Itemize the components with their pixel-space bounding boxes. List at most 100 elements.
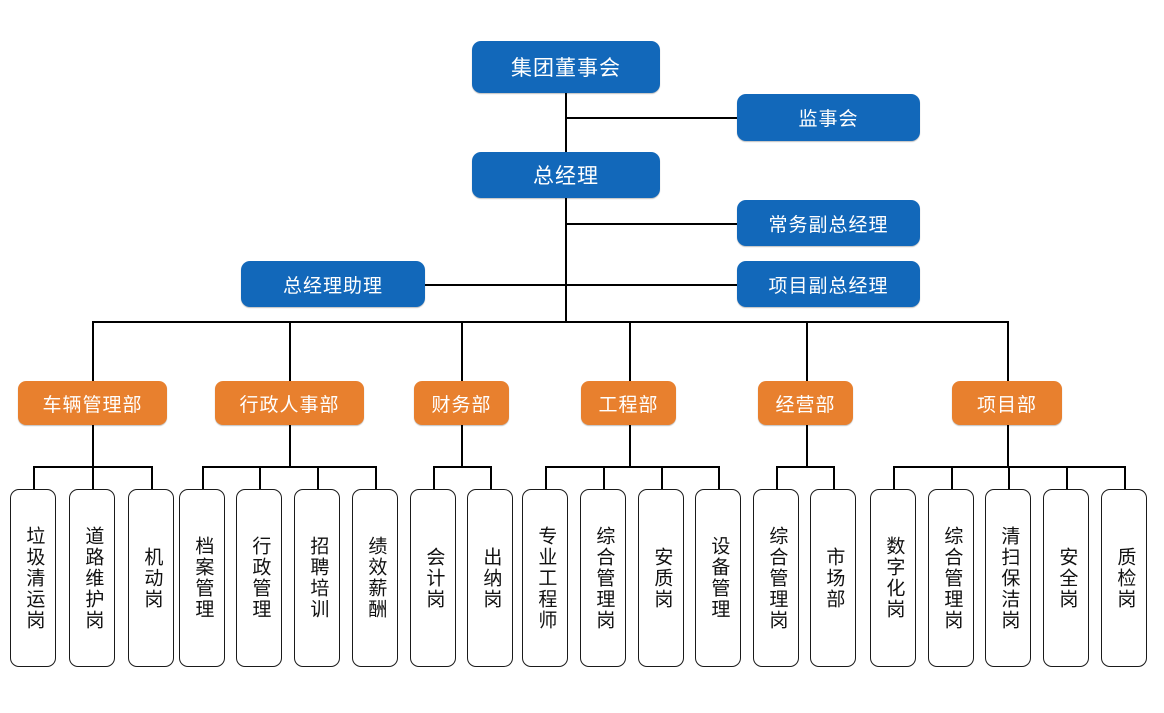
node-position-label: 出纳岗	[480, 546, 502, 610]
connector-gm-trunk-to-supervisory	[565, 117, 737, 119]
node-position-label: 行政管理	[249, 536, 271, 620]
node-board-of-directors-label: 集团董事会	[511, 57, 621, 80]
node-position-label: 垃圾清运岗	[23, 525, 45, 631]
node-department-label: 经营部	[775, 394, 836, 416]
leaf-drop-20	[1124, 466, 1126, 489]
node-department-vehicle-management[interactable]: 车辆管理部	[18, 381, 167, 425]
node-general-manager-assistant-label: 总经理助理	[282, 275, 383, 297]
node-position[interactable]: 机动岗	[128, 489, 174, 667]
node-position[interactable]: 招聘培训	[294, 489, 340, 667]
node-position[interactable]: 绩效薪酬	[352, 489, 398, 667]
node-position[interactable]: 安质岗	[638, 489, 684, 667]
node-supervisory-board-label: 监事会	[798, 109, 859, 130]
node-department-engineering[interactable]: 工程部	[581, 381, 676, 425]
sub-bus-dept-3	[433, 466, 490, 468]
node-department-label: 行政人事部	[239, 394, 340, 416]
node-position[interactable]: 会计岗	[410, 489, 456, 667]
stem-dept-6	[1007, 425, 1009, 466]
node-position[interactable]: 设备管理	[695, 489, 741, 667]
node-general-manager-assistant[interactable]: 总经理助理	[241, 261, 425, 307]
node-supervisory-board[interactable]: 监事会	[737, 94, 920, 141]
node-position-label: 档案管理	[192, 536, 214, 620]
node-executive-vice-general-manager-label: 常务副总经理	[768, 214, 889, 236]
sub-bus-dept-5	[776, 466, 833, 468]
node-position-label: 数字化岗	[883, 536, 905, 620]
node-position[interactable]: 档案管理	[179, 489, 225, 667]
connector-trunk-to-project-vice-gm	[565, 284, 737, 286]
node-position-label: 道路维护岗	[82, 525, 104, 631]
node-position[interactable]: 出纳岗	[467, 489, 513, 667]
node-position-label: 招聘培训	[307, 536, 329, 620]
leaf-drop-2	[92, 466, 94, 489]
node-position-label: 市场部	[823, 546, 845, 610]
node-position-label: 安质岗	[651, 546, 673, 610]
connector-bus-to-dept-6	[1007, 321, 1009, 381]
stem-dept-1	[92, 425, 94, 466]
sub-bus-dept-2	[202, 466, 375, 468]
stem-dept-2	[289, 425, 291, 466]
leaf-drop-12	[661, 466, 663, 489]
node-project-vice-general-manager[interactable]: 项目副总经理	[737, 261, 920, 307]
leaf-drop-8	[433, 466, 435, 489]
node-position-label: 综合管理岗	[766, 525, 788, 631]
leaf-drop-6	[317, 466, 319, 489]
leaf-drop-9	[490, 466, 492, 489]
leaf-drop-5	[259, 466, 261, 489]
connector-trunk-to-gm-assistant	[425, 284, 566, 286]
node-position[interactable]: 安全岗	[1043, 489, 1089, 667]
node-position-label: 机动岗	[141, 546, 163, 610]
node-department-admin-hr[interactable]: 行政人事部	[215, 381, 364, 425]
leaf-drop-10	[545, 466, 547, 489]
node-position-label: 会计岗	[423, 546, 445, 610]
node-position[interactable]: 清扫保洁岗	[985, 489, 1031, 667]
node-position[interactable]: 垃圾清运岗	[10, 489, 56, 667]
node-project-vice-general-manager-label: 项目副总经理	[768, 275, 889, 297]
node-position[interactable]: 专业工程师	[522, 489, 568, 667]
node-position-label: 安全岗	[1056, 546, 1078, 610]
connector-board-to-gm	[565, 93, 567, 153]
node-department-label: 工程部	[598, 394, 659, 416]
connector-bus-to-dept-5	[806, 321, 808, 381]
connector-bus-to-dept-4	[629, 321, 631, 381]
node-department-project[interactable]: 项目部	[952, 381, 1062, 425]
node-position[interactable]: 综合管理岗	[928, 489, 974, 667]
node-general-manager[interactable]: 总经理	[472, 152, 660, 198]
node-position-label: 综合管理岗	[593, 525, 615, 631]
leaf-drop-14	[776, 466, 778, 489]
node-department-label: 车辆管理部	[42, 394, 143, 416]
node-position[interactable]: 市场部	[810, 489, 856, 667]
node-position[interactable]: 综合管理岗	[580, 489, 626, 667]
node-position[interactable]: 数字化岗	[870, 489, 916, 667]
leaf-drop-3	[151, 466, 153, 489]
leaf-drop-18	[1008, 466, 1010, 489]
stem-dept-5	[806, 425, 808, 466]
leaf-drop-11	[603, 466, 605, 489]
node-department-finance[interactable]: 财务部	[414, 381, 509, 425]
leaf-drop-4	[202, 466, 204, 489]
node-department-label: 项目部	[976, 394, 1037, 416]
node-executive-vice-general-manager[interactable]: 常务副总经理	[737, 200, 920, 246]
node-department-label: 财务部	[431, 394, 492, 416]
leaf-drop-19	[1066, 466, 1068, 489]
node-position[interactable]: 质检岗	[1101, 489, 1147, 667]
node-position[interactable]: 道路维护岗	[69, 489, 115, 667]
stem-dept-3	[461, 425, 463, 466]
connector-trunk-to-exec-vice-gm	[565, 223, 737, 225]
leaf-drop-17	[951, 466, 953, 489]
node-general-manager-label: 总经理	[533, 165, 599, 188]
department-bus-line	[92, 321, 1008, 323]
node-department-operations[interactable]: 经营部	[758, 381, 853, 425]
connector-bus-to-dept-3	[461, 321, 463, 381]
leaf-drop-13	[718, 466, 720, 489]
node-board-of-directors[interactable]: 集团董事会	[472, 41, 660, 93]
node-position-label: 绩效薪酬	[365, 536, 387, 620]
connector-bus-to-dept-2	[289, 321, 291, 381]
node-position-label: 质检岗	[1114, 546, 1136, 610]
leaf-drop-1	[33, 466, 35, 489]
node-position-label: 综合管理岗	[941, 525, 963, 631]
node-position[interactable]: 行政管理	[236, 489, 282, 667]
node-position[interactable]: 综合管理岗	[753, 489, 799, 667]
stem-dept-4	[629, 425, 631, 466]
node-position-label: 设备管理	[708, 536, 730, 620]
leaf-drop-16	[893, 466, 895, 489]
